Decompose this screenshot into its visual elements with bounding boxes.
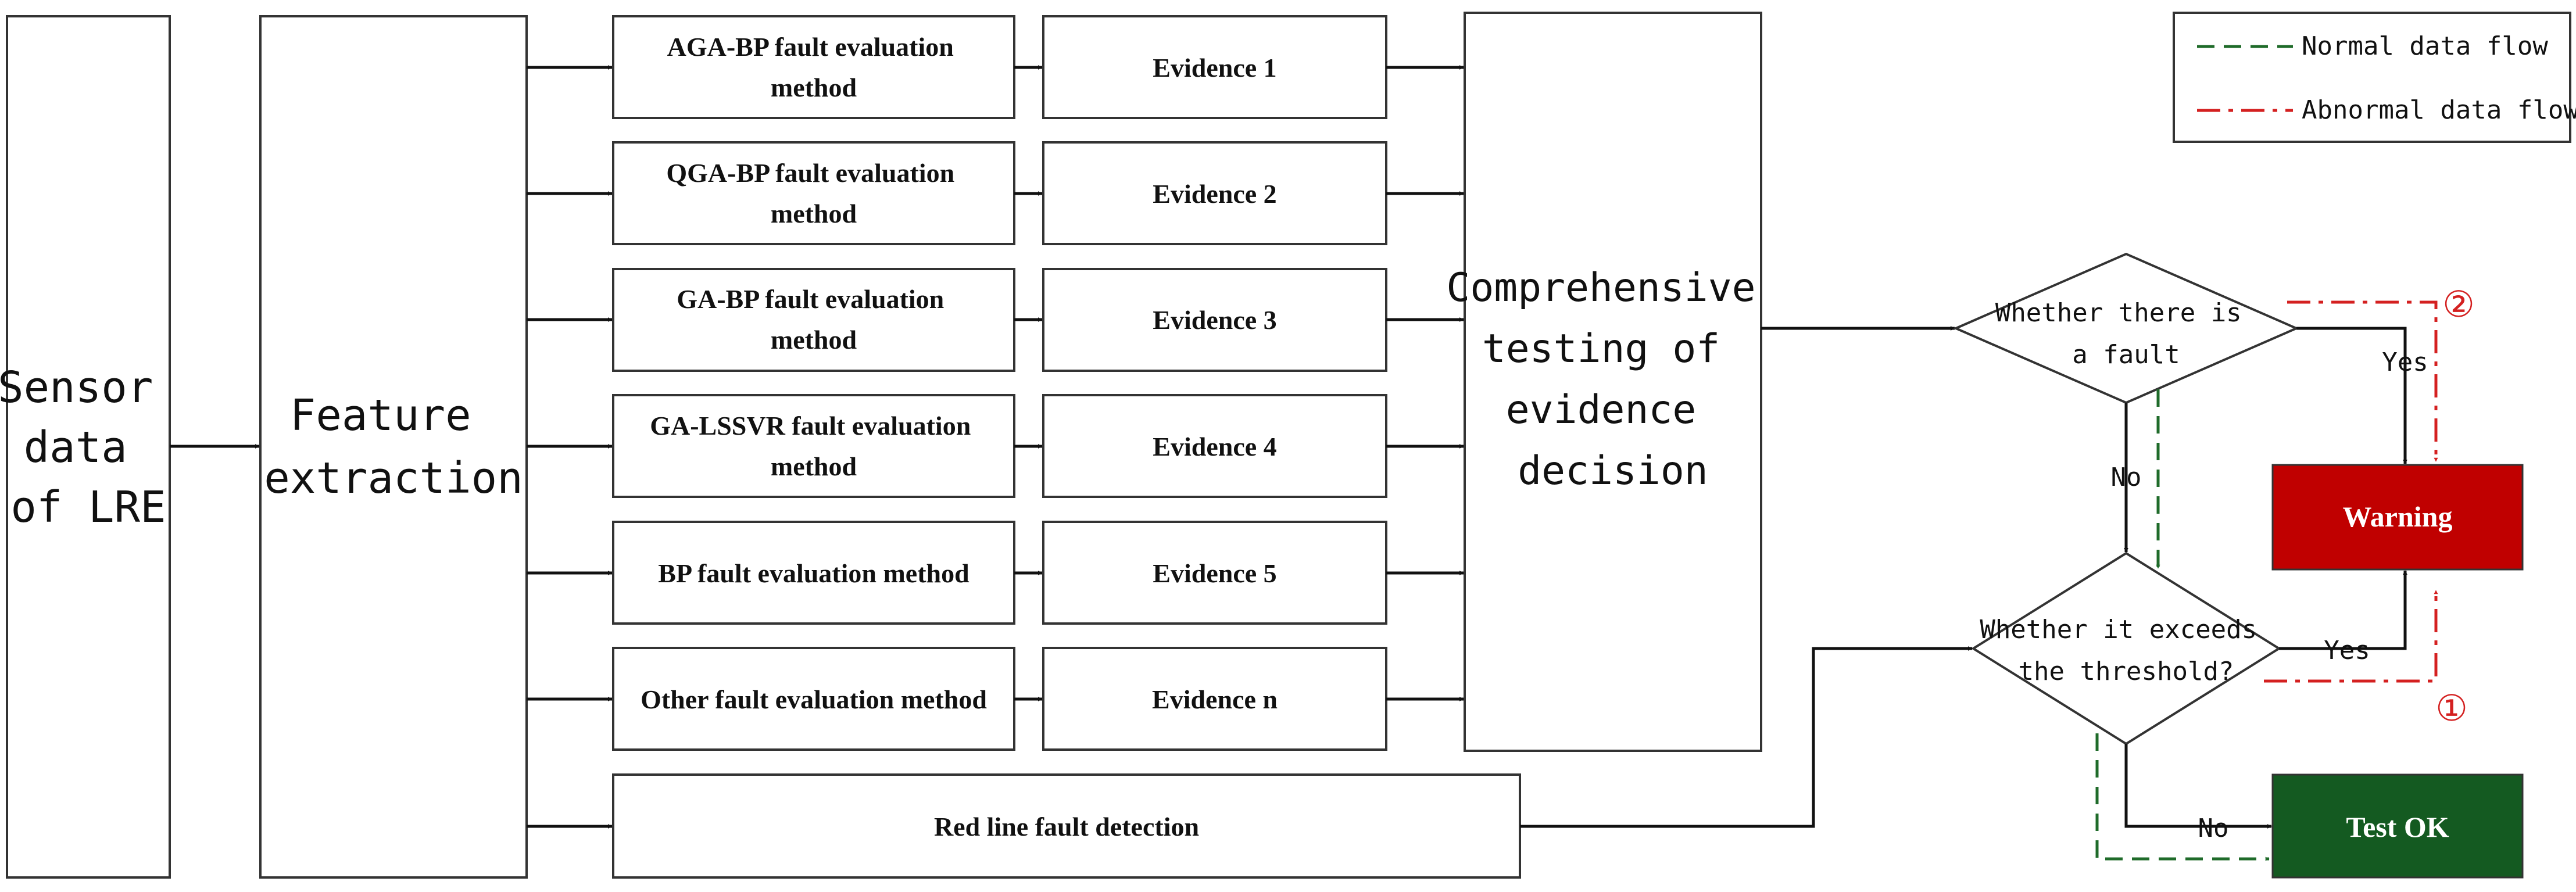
arrow-threshold-no	[2124, 744, 2272, 829]
method-1-line-2: method	[771, 73, 857, 102]
method-box-3	[612, 268, 1015, 372]
method-4-line-2: method	[771, 452, 857, 481]
test-ok-label: Test OK	[2346, 811, 2449, 843]
legend-abnormal-label: Abnormal data flow	[2302, 95, 2576, 125]
threshold-yes-label: Yes	[2324, 636, 2370, 665]
svg-text:Comprehensive testing of: Comprehensive testing of evidence decisi…	[1446, 265, 1779, 494]
redline-label: Red line fault detection	[934, 812, 1199, 841]
abnormal-flow-threshold-to-warning	[2264, 590, 2438, 683]
method-box-4	[612, 394, 1015, 498]
evidence-box-4	[1042, 394, 1387, 498]
evidence-6-label: Evidence n	[1152, 685, 1278, 714]
svg-text:Whether it exceeds the t: Whether it exceeds the threshold?	[1980, 615, 2272, 686]
warning-label: Warning	[2343, 500, 2453, 533]
marker-two: ②	[2442, 283, 2475, 325]
legend: Normal data flow Abnormal data flow	[2173, 12, 2576, 143]
evidence-box-6	[1042, 647, 1387, 751]
legend-frame	[2173, 12, 2571, 143]
evidence-box-3	[1042, 268, 1387, 372]
decision-line-4: decision	[1518, 448, 1708, 494]
fault-no-label: No	[2111, 463, 2142, 492]
method-row-1: AGA-BP fault evaluation method Evidence …	[527, 15, 1464, 119]
decision-line-2: testing of	[1482, 326, 1720, 372]
sensor-line-3: of LRE	[10, 482, 166, 532]
arrow-threshold-yes	[2279, 570, 2407, 650]
method-box-1	[612, 15, 1015, 119]
evidence-1-label: Evidence 1	[1153, 53, 1276, 83]
sensor-line-1: Sensor	[0, 363, 153, 413]
threshold-no-label: No	[2198, 814, 2229, 843]
evidence-4-label: Evidence 4	[1153, 432, 1276, 461]
method-3-line-1: GA-BP fault evaluation	[677, 284, 944, 314]
svg-text:GA-BP fault evaluation m: GA-BP fault evaluation method	[677, 284, 951, 354]
feature-extraction-box: Feature extraction	[259, 15, 528, 879]
svg-text:Feature extraction: Feature extraction	[264, 391, 523, 503]
feature-line-2: extraction	[264, 453, 523, 503]
abnormal-flow-fault-to-warning	[2287, 300, 2438, 462]
redline-box	[612, 773, 1521, 879]
method-box-6	[612, 647, 1015, 751]
decision-box: Comprehensive testing of evidence decisi…	[1446, 12, 1779, 752]
method-4-line-1: GA-LSSVR fault evaluation	[650, 411, 971, 440]
sensor-line-2: data	[24, 422, 127, 472]
method-2-line-2: method	[771, 199, 857, 228]
method-2-line-1: QGA-BP fault evaluation	[666, 158, 954, 188]
threshold-check-diamond: Whether it exceeds the threshold?	[1971, 551, 2281, 746]
feature-line-1: Feature	[290, 391, 471, 440]
evidence-box-1	[1042, 15, 1387, 119]
method-row-4: GA-LSSVR fault evaluation method Evidenc…	[527, 394, 1464, 498]
method-5-line-1: BP fault evaluation method	[658, 558, 969, 588]
decision-line-3: evidence	[1506, 387, 1697, 433]
legend-normal-label: Normal data flow	[2302, 31, 2548, 61]
method-row-5: BP fault evaluation method Evidence 5	[527, 521, 1464, 625]
svg-text:QGA-BP fault evaluation: QGA-BP fault evaluation method	[666, 158, 961, 228]
method-6-line-1: Other fault evaluation method	[641, 685, 987, 714]
threshold-check-line-2: the threshold?	[2019, 657, 2234, 686]
method-row-3: GA-BP fault evaluation method Evidence 3	[527, 268, 1464, 372]
evidence-3-label: Evidence 3	[1153, 305, 1276, 335]
fault-check-line-2: a fault	[2072, 340, 2180, 370]
method-box-5	[612, 521, 1015, 625]
svg-text:AGA-BP fault evaluation: AGA-BP fault evaluation method	[667, 32, 961, 102]
threshold-check-line-1: Whether it exceeds	[1980, 615, 2257, 644]
svg-text:Whether there is a fault: Whether there is a fault	[1995, 298, 2257, 370]
svg-text:Sensor data of LRE: Sensor data of LRE	[0, 363, 179, 532]
fault-check-line-1: Whether there is	[1995, 298, 2242, 328]
test-ok-box: Test OK	[2271, 773, 2524, 879]
method-3-line-2: method	[771, 325, 857, 354]
redline-row: Red line fault detection	[527, 773, 1521, 879]
method-row-2: QGA-BP fault evaluation method Evidence …	[527, 141, 1464, 245]
warning-box: Warning	[2271, 464, 2524, 571]
marker-one: ①	[2435, 687, 2468, 729]
normal-flow-threshold-to-ok	[2095, 733, 2270, 861]
fault-check-diamond: Whether there is a fault	[1953, 252, 2299, 404]
decision-line-1: Comprehensive	[1446, 265, 1755, 311]
fault-yes-label: Yes	[2382, 348, 2428, 377]
evidence-2-label: Evidence 2	[1153, 179, 1276, 209]
arrow-redline-to-threshold-check	[1520, 646, 1973, 828]
method-1-line-1: AGA-BP fault evaluation	[667, 32, 954, 62]
sensor-data-box: Sensor data of LRE	[0, 15, 179, 879]
arrow-fault-yes	[2296, 327, 2407, 464]
method-row-6: Other fault evaluation method Evidence n	[527, 647, 1464, 751]
svg-text:GA-LSSVR fault evaluation: GA-LSSVR fault evaluation method	[650, 411, 978, 481]
evidence-5-label: Evidence 5	[1153, 558, 1276, 588]
